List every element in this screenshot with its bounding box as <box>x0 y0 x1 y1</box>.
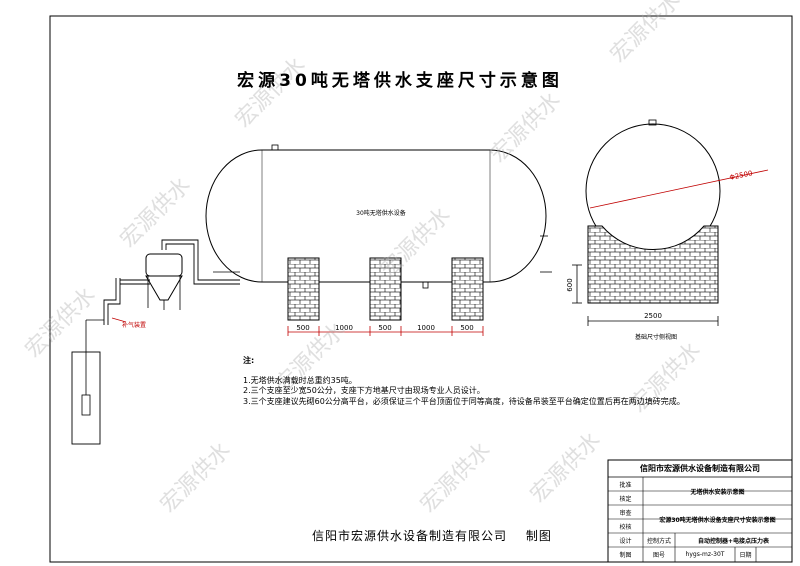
title-block-company: 信阳市宏源供水设备制造有限公司 <box>640 464 760 473</box>
title-block-value-review: 宏源30吨无塔供水设备支座尺寸安装示意图 <box>659 516 776 524</box>
page-title: 宏源30吨无塔供水支座尺寸示意图 <box>237 71 563 91</box>
support-middle <box>369 257 402 321</box>
title-block-control-label: 控制方式 <box>646 537 671 545</box>
support-left <box>287 257 320 321</box>
title-block-drawing-no: hygs-mz-30T <box>685 551 725 558</box>
tank-label: 30吨无塔供水设备 <box>356 209 406 217</box>
title-block-label-draw: 制图 <box>619 552 632 559</box>
drawing-border <box>49 15 793 563</box>
title-block-control-value: 自动控制器+电接点压力表 <box>697 537 770 545</box>
note-item-1: 1.无塔供水满载时总重约35吨。 <box>243 375 357 385</box>
dimension-bottom-5: 500 <box>460 324 473 332</box>
title-block-date-label: 日期 <box>739 552 752 559</box>
air-vessel-top <box>145 253 183 277</box>
side-view-caption: 基础尺寸侧视图 <box>635 333 677 341</box>
notes-title: 注: <box>243 356 255 365</box>
title-block-label-approve: 批准 <box>619 481 632 489</box>
dimension-bottom-3: 500 <box>378 324 391 332</box>
note-item-2: 2.三个支座至少宽50公分，支座下方地基尺寸由现场专业人员设计。 <box>243 386 485 395</box>
diameter-label: Φ2500 <box>729 169 753 182</box>
title-block-label-review: 审查 <box>619 509 632 517</box>
side-view-base <box>587 225 719 304</box>
footer-company: 信阳市宏源供水设备制造有限公司 <box>312 529 508 543</box>
pipe-top-inner <box>165 243 240 285</box>
air-supply-label: 补气装置 <box>122 321 146 329</box>
footer: 信阳市宏源供水设备制造有限公司 制图 <box>312 527 552 544</box>
pipe-down-inner <box>107 278 121 315</box>
support-right <box>451 257 484 321</box>
diameter-line <box>589 169 769 209</box>
side-view-nozzle <box>648 119 657 126</box>
well-pump <box>81 394 91 416</box>
base-width-label: 2500 <box>644 312 662 320</box>
dimension-bottom-1: 500 <box>296 324 309 332</box>
dimension-bottom-2: 1000 <box>335 324 353 332</box>
dimension-bottom-4: 1000 <box>417 324 435 332</box>
pipe-down <box>103 278 117 315</box>
note-item-3: 3.三个支座建议先砌60公分高平台，必须保证三个平台顶面位于同等高度，待设备吊装… <box>243 396 685 406</box>
notes: 注: 1.无塔供水满载时总重约35吨。 2.三个支座至少宽50公分，支座下方地基… <box>243 356 685 407</box>
pipe-top <box>161 239 240 281</box>
title-block-label-verify: 核定 <box>619 495 632 503</box>
title-block <box>607 459 793 563</box>
air-vessel-cone <box>145 275 183 301</box>
title-block-drawing-no-label: 图号 <box>652 552 665 559</box>
base-height-label: 600 <box>566 278 574 291</box>
title-block-label-check: 校核 <box>619 523 632 531</box>
title-block-label-design: 设计 <box>619 537 632 545</box>
footer-suffix: 制图 <box>525 529 552 543</box>
tank-top-nozzle <box>271 144 279 151</box>
tank-bottom-nozzle <box>422 281 429 289</box>
title-block-value-approve: 无塔供水安装示意图 <box>690 488 745 496</box>
